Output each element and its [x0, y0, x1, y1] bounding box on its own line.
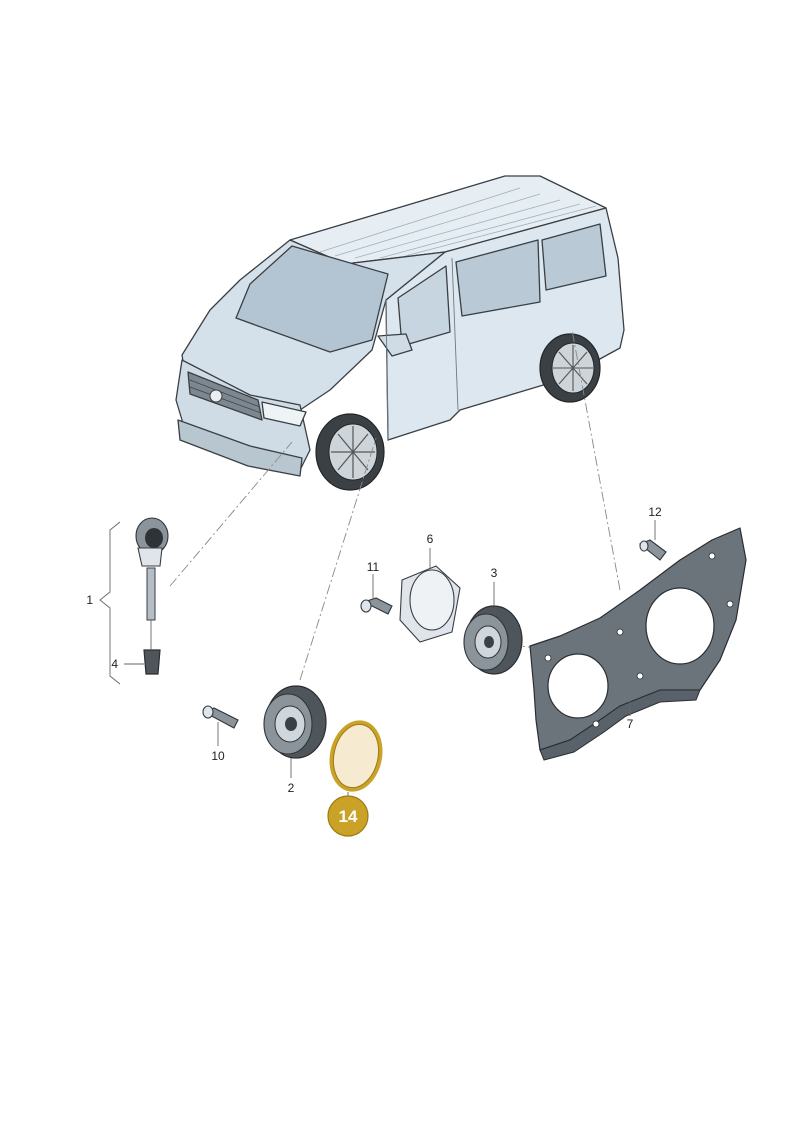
callout-1: 1: [86, 593, 93, 607]
highlight-part-14: [329, 720, 383, 800]
vehicle-van-illustration: [175, 175, 625, 491]
speaker-part-2: [263, 685, 327, 778]
screw-part-10: [202, 705, 239, 746]
callout-6: 6: [427, 532, 434, 546]
highlight-badge-14[interactable]: 14: [327, 795, 369, 837]
callout-2: 2: [288, 781, 295, 795]
callout-7: 7: [627, 717, 634, 731]
mounting-plate-part-7: [529, 527, 747, 761]
highlight-badge-label: 14: [339, 807, 358, 826]
callout-10: 10: [211, 749, 225, 763]
tweeter-assembly: [99, 517, 169, 685]
reference-lines: [169, 329, 621, 681]
callout-11: 11: [367, 560, 380, 574]
callout-3: 3: [491, 566, 498, 580]
callout-labels: 1 2 3 4 6 7 10 11 12: [86, 505, 662, 795]
screw-part-11: [360, 574, 393, 615]
cover-part-6: [399, 548, 461, 643]
callout-4: 4: [111, 657, 118, 671]
clip-part-12: [638, 520, 667, 561]
speaker-part-3: [463, 582, 523, 675]
callout-12: 12: [648, 505, 662, 519]
